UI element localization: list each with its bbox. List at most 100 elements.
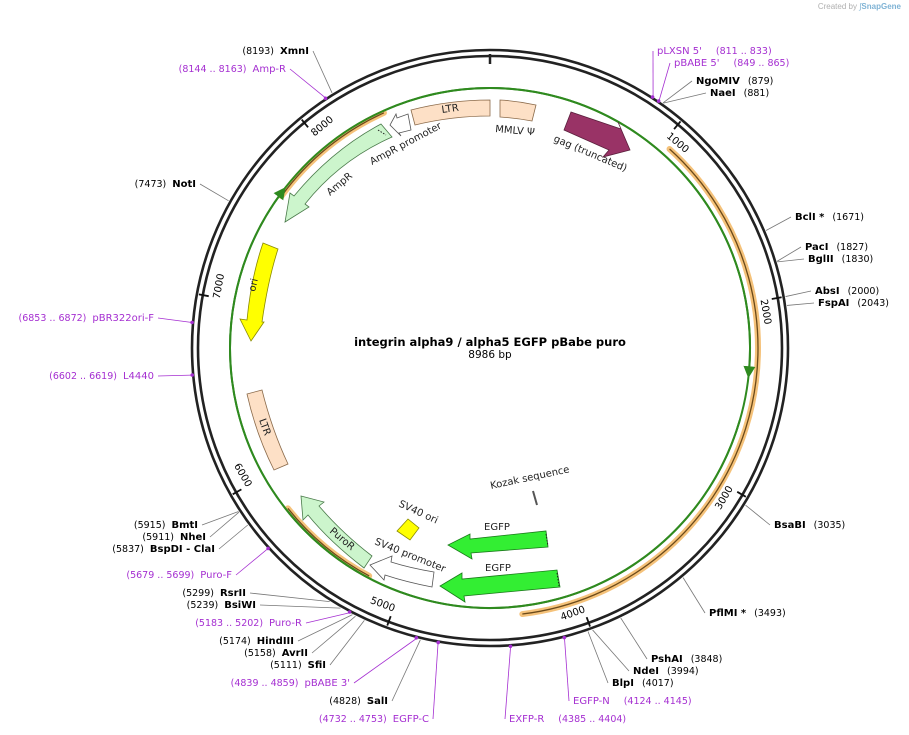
site-annotation[interactable]: NgoMIV(879)	[696, 76, 773, 87]
mmlv-psi-label: MMLV Ψ	[495, 124, 536, 138]
primer-binding-mark	[656, 99, 661, 103]
ltr-top-feature[interactable]	[410, 99, 491, 126]
ampr-promoter-arrow[interactable]	[389, 112, 412, 137]
site-name: PflMI *	[709, 608, 747, 619]
site-annotation[interactable]: NdeI (3994)	[633, 666, 699, 677]
site-annotation[interactable]: BlpI(4017)	[612, 678, 674, 689]
site-annotation[interactable]: PacI(1827)	[805, 242, 868, 253]
primer-position: (811 .. 833)	[716, 46, 772, 57]
primer-name: pBABE 3'	[304, 678, 350, 689]
site-leader-line	[663, 92, 707, 104]
site-position: (5915)	[134, 520, 166, 531]
site-position: (3994)	[667, 666, 699, 677]
gag-truncated-arrow[interactable]	[563, 111, 631, 158]
puror-arrow[interactable]	[300, 495, 373, 569]
mmlv-psi-feature[interactable]	[499, 99, 537, 122]
site-leader-line	[249, 592, 330, 603]
site-annotation[interactable]: HindIII(5174)	[219, 636, 294, 647]
orf-main-highlight	[519, 146, 761, 618]
primer-position: (6602 .. 6619)	[49, 371, 117, 382]
site-annotation[interactable]: SalI(4828)	[329, 696, 388, 707]
site-annotation[interactable]: FspAI (2043)	[818, 298, 889, 309]
site-name: NdeI	[633, 666, 659, 677]
ori-arrow[interactable]	[239, 242, 279, 342]
primer-annotation[interactable]: EGFP-N (4124 .. 4145)	[573, 696, 692, 707]
site-annotation[interactable]: AvrII(5158)	[244, 648, 308, 659]
primer-annotation[interactable]: L4440 (6602 .. 6619)	[49, 371, 154, 382]
tick-mark	[198, 293, 209, 298]
primer-annotation[interactable]: pBABE 5'(849 .. 865)	[674, 58, 789, 69]
primer-position: (849 .. 865)	[734, 58, 790, 69]
site-annotation[interactable]: PflMI *(3493)	[709, 608, 786, 619]
orf-arcs	[229, 87, 761, 618]
site-leader-line	[785, 290, 812, 297]
site-name: NgoMIV	[696, 76, 740, 87]
egfp-upper-arrow[interactable]	[447, 530, 549, 560]
site-position: (8193)	[242, 46, 274, 57]
site-annotation[interactable]: BmtI(5915)	[134, 520, 198, 531]
site-name: AvrII	[282, 648, 308, 659]
site-position: (2043)	[857, 298, 889, 309]
ltr-left-feature[interactable]	[246, 389, 289, 471]
primer-annotation[interactable]: pBABE 3'(4839 .. 4859)	[231, 678, 350, 689]
primer-annotation[interactable]: pLXSN 5'(811 .. 833)	[657, 46, 772, 57]
site-position: (5111)	[270, 660, 302, 671]
site-annotation[interactable]: PshAI(3848)	[651, 654, 722, 665]
primer-leader-line	[289, 68, 326, 98]
primer-binding-mark	[436, 640, 441, 645]
primer-name: pBR322ori-F	[92, 313, 154, 324]
site-name: BsaBI	[774, 520, 806, 531]
ampr-arrow[interactable]	[284, 123, 393, 223]
primer-binding-mark	[323, 96, 328, 101]
primer-annotation[interactable]: Puro-F(5679 .. 5699)	[126, 570, 232, 581]
site-leader-line	[259, 604, 341, 609]
primer-binding-mark	[266, 546, 270, 551]
site-annotation[interactable]: NaeI(881)	[710, 88, 769, 99]
primer-name: L4440	[123, 371, 154, 382]
primer-annotation[interactable]: Puro-R(5183 .. 5202)	[195, 618, 302, 629]
egfp-lower-dots	[556, 572, 560, 587]
primer-annotation[interactable]: Amp-R(8144 .. 8163)	[179, 64, 286, 75]
site-name: NotI	[172, 179, 196, 190]
site-annotation[interactable]: BsiWI(5239)	[187, 600, 256, 611]
site-annotation[interactable]: BspDI - ClaI(5837)	[112, 544, 215, 555]
primer-position: (4124 .. 4145)	[624, 696, 692, 707]
ori-label: ori	[247, 278, 261, 293]
primer-binding-mark	[414, 635, 419, 640]
primer-name: EGFP-N	[573, 696, 610, 707]
primer-name: Puro-R	[269, 618, 302, 629]
tick-mark	[736, 491, 747, 498]
site-leader-line	[765, 216, 792, 231]
primer-annotation[interactable]: EXFP-R(4385 .. 4404)	[509, 714, 626, 725]
tick-label: 5000	[369, 595, 397, 614]
site-leader-line	[662, 80, 693, 104]
site-annotation[interactable]: BsaBI(3035)	[774, 520, 845, 531]
kozak-label: Kozak sequence	[489, 464, 570, 492]
site-annotation[interactable]: XmnI(8193)	[242, 46, 309, 57]
site-annotation[interactable]: RsrII(5299)	[182, 588, 246, 599]
site-annotation[interactable]: BglII(1830)	[808, 254, 873, 265]
primer-leader-line	[564, 638, 570, 702]
tick-mark	[386, 615, 392, 626]
site-annotation[interactable]: SfiI(5111)	[270, 660, 326, 671]
site-position: (5299)	[182, 588, 214, 599]
primer-annotation[interactable]: EGFP-C(4732 .. 4753)	[319, 714, 429, 725]
site-annotation[interactable]: NheI(5911)	[142, 532, 206, 543]
primer-annotation[interactable]: pBR322ori-F (6853 .. 6872)	[19, 313, 155, 324]
site-annotation[interactable]: AbsI(2000)	[815, 286, 879, 297]
site-name: FspAI	[818, 298, 849, 309]
primer-position: (6853 .. 6872)	[19, 313, 87, 324]
site-annotation[interactable]: NotI(7473)	[135, 179, 196, 190]
credit-brand: SnapGene	[861, 2, 901, 11]
site-leader-line	[218, 524, 249, 550]
primer-binding-mark	[347, 610, 352, 614]
egfp-lower-arrow[interactable]	[439, 569, 561, 603]
sv40-promoter-arrow[interactable]	[369, 555, 435, 588]
kozak-marker	[532, 490, 538, 506]
site-annotation[interactable]: BclI *(1671)	[795, 212, 864, 223]
sv40-ori-feature[interactable]	[396, 518, 420, 541]
primer-name: Puro-F	[200, 570, 232, 581]
site-position: (1827)	[836, 242, 868, 253]
site-leader-line	[297, 614, 353, 642]
